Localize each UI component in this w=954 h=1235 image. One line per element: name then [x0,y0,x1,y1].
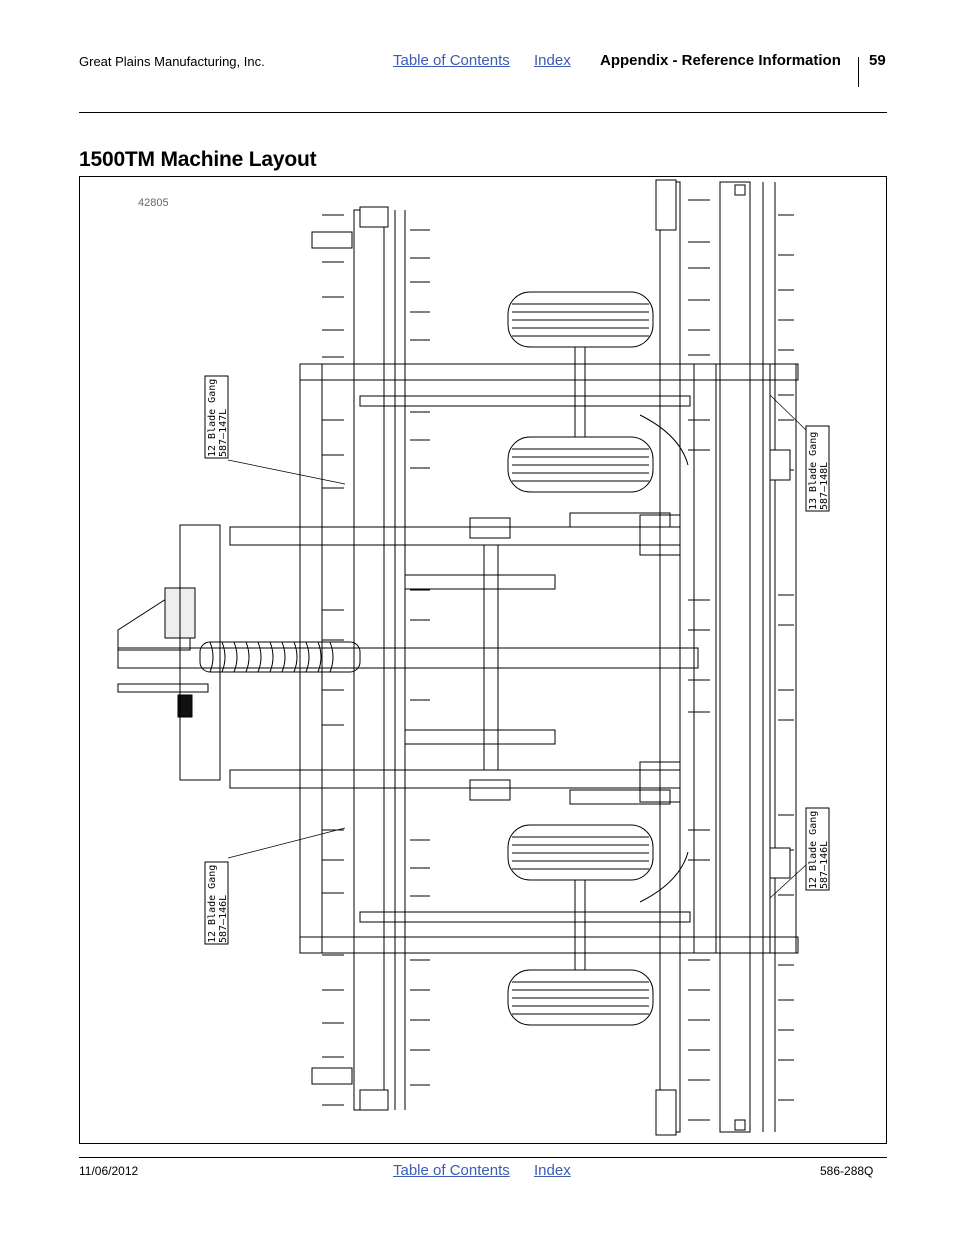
page-title: 1500TM Machine Layout [79,148,317,171]
front-gang-frame [353,209,385,1111]
callout-587-147L: 12 Blade Gang 587–147L [204,375,229,459]
svg-text:12 Blade Gang: 12 Blade Gang [207,379,218,457]
section-title: Appendix - Reference Information [600,52,841,69]
jack-block [177,694,193,718]
lower-arm [229,769,681,789]
callout-leaders [227,394,807,899]
svg-text:12 Blade Gang: 12 Blade Gang [808,811,819,889]
footer-date: 11/06/2012 [79,1164,139,1178]
rear-gang-frame [659,181,681,1133]
header-index-link[interactable]: Index [534,52,571,69]
cylinders [359,395,691,923]
bottom-cross-beam [299,936,799,954]
far-right-rail [769,363,797,954]
svg-text:587–148L: 587–148L [819,462,830,510]
header-table-of-contents-link[interactable]: Table of Contents [393,52,510,69]
callout-587-148L: 13 Blade Gang 587–148L [805,425,830,512]
footer-rule [79,1157,887,1158]
figure-frame [79,176,887,1144]
header-rule [79,112,887,113]
right-frame-rail [693,363,717,954]
hitch-frame [179,524,221,781]
page-number: 59 [869,52,886,69]
left-frame-rail [299,363,323,954]
front-gang-blades [311,206,430,1111]
company-name: Great Plains Manufacturing, Inc. [79,54,265,69]
footer-index-link[interactable]: Index [534,1162,571,1179]
callout-587-146L-right: 12 Blade Gang 587–146L [805,807,830,891]
tires [507,291,654,1026]
upper-arm [229,526,681,546]
svg-text:587–146L: 587–146L [819,841,830,889]
svg-text:587–147L: 587–147L [218,409,229,457]
tongue-beam [117,647,699,669]
machine-layout-drawing: 12 Blade Gang 587–147L 13 Blade Gang 587… [117,179,830,1136]
page-number-divider [858,57,859,87]
footer-table-of-contents-link[interactable]: Table of Contents [393,1162,510,1179]
rear-gang-blades [655,179,794,1136]
figure-number: 42805 [138,197,169,209]
svg-text:12 Blade Gang: 12 Blade Gang [207,865,218,943]
hitch-bar [117,683,209,693]
svg-text:587–146L: 587–146L [218,895,229,943]
hose-coil [199,641,361,673]
top-cross-beam [299,363,799,381]
document-number: 586-288Q [820,1164,874,1178]
svg-text:13 Blade Gang: 13 Blade Gang [808,432,819,510]
callout-587-146L-left: 12 Blade Gang 587–146L [204,861,229,945]
